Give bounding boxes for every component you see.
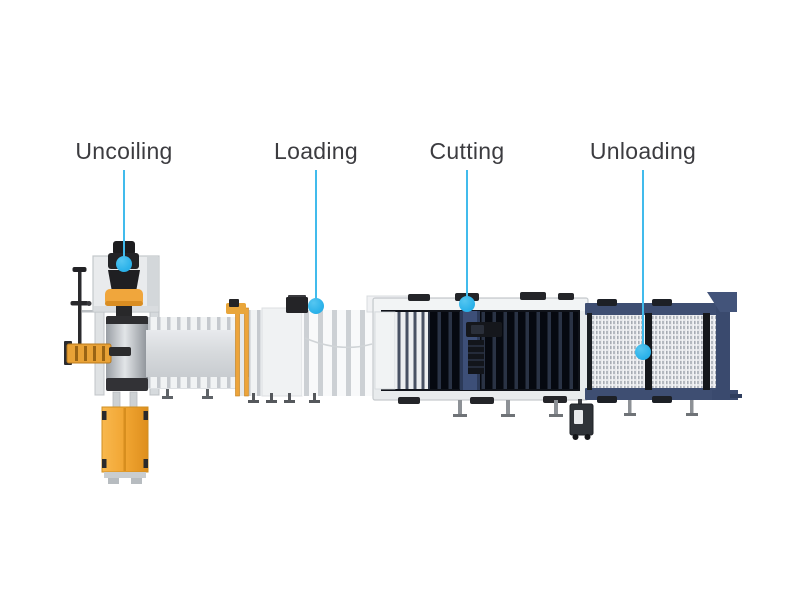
coil-clamp-arm bbox=[64, 341, 131, 365]
callout-label-uncoiling: Uncoiling bbox=[75, 138, 173, 164]
unloading-rail-tabs bbox=[597, 299, 672, 403]
coil-cart bbox=[101, 391, 149, 484]
hotspot-dot-uncoiling[interactable] bbox=[116, 256, 132, 272]
hotspot-dot-cutting[interactable] bbox=[459, 296, 475, 312]
cutting-machine bbox=[372, 292, 594, 440]
unloading-end-frame bbox=[707, 292, 742, 400]
loading-table bbox=[261, 307, 303, 397]
cutting-machine-legs bbox=[453, 400, 563, 417]
callout-label-cutting: Cutting bbox=[429, 138, 505, 164]
loading-feet bbox=[248, 393, 320, 403]
leader-line-unloading bbox=[642, 170, 644, 352]
edge-guide-rail bbox=[226, 299, 249, 397]
laser-gantry bbox=[460, 311, 502, 390]
feed-conveyor-feet bbox=[162, 389, 213, 399]
leader-line-cutting bbox=[466, 170, 468, 304]
chiller-unit bbox=[569, 399, 594, 440]
leader-line-uncoiling bbox=[123, 170, 125, 264]
leader-line-loading bbox=[315, 170, 317, 306]
callout-label-loading: Loading bbox=[274, 138, 358, 164]
unloading-legs bbox=[624, 400, 698, 416]
loading-control-box bbox=[286, 295, 308, 313]
uncoiler-station bbox=[64, 241, 160, 484]
hotspot-dot-loading[interactable] bbox=[308, 298, 324, 314]
unloading-conveyor bbox=[585, 292, 742, 416]
loading-roller-deck bbox=[302, 310, 373, 396]
callout-label-unloading: Unloading bbox=[589, 138, 697, 164]
hotspot-dot-unloading[interactable] bbox=[635, 344, 651, 360]
loading-section bbox=[226, 295, 410, 403]
